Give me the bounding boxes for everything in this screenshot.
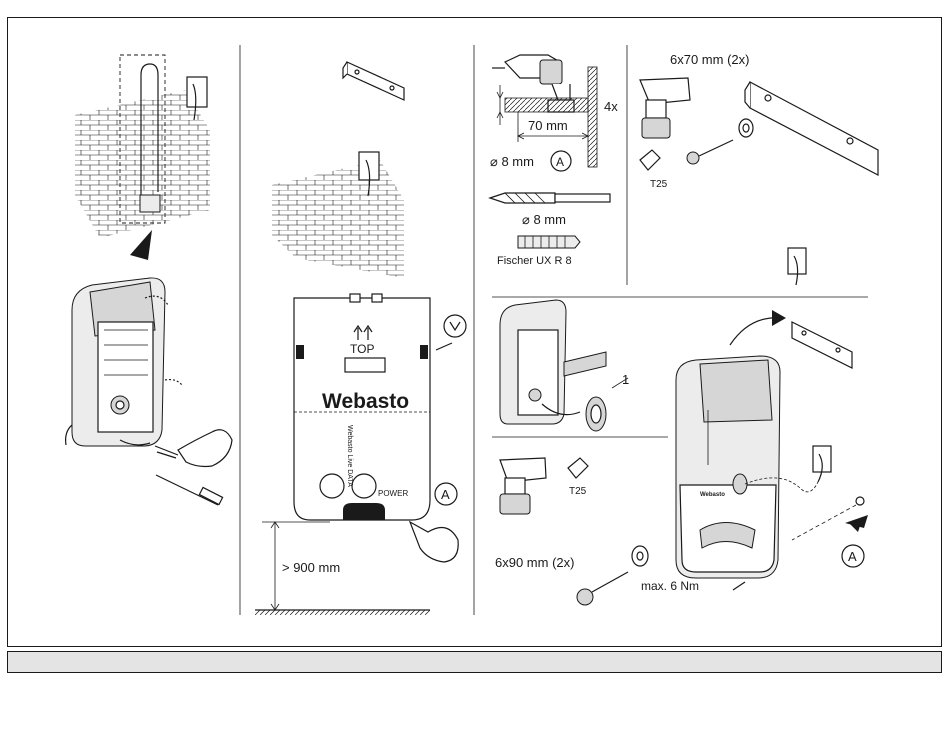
step4-bracket (745, 82, 878, 175)
step4-t25-bit: T25 (640, 150, 668, 190)
step4-cordless-drill (640, 78, 690, 138)
step4-screw-washer (687, 119, 753, 164)
step5-cover-removal: 1 (500, 300, 629, 431)
step5-cover-screw (792, 497, 868, 540)
step4-screw-label-group: 6x70 mm (2x) (670, 52, 749, 67)
part-number-label: 1 (622, 372, 629, 387)
step2-height-dimension: > 900 mm (255, 522, 430, 615)
step1-cutter-hand (155, 430, 232, 505)
step5-wallbox: Webasto (676, 356, 780, 590)
step5-callout-a: A (842, 545, 864, 567)
step5-screw-washer (577, 546, 648, 605)
drill-depth-label: 70 mm (528, 118, 568, 133)
step3-callout-a: A (556, 155, 564, 169)
step2-level-icon (436, 315, 466, 350)
template-top-label: TOP (350, 342, 374, 356)
step5-t25-bit: T25 (568, 458, 588, 497)
step4-bit-label: T25 (650, 179, 668, 190)
svg-text:A: A (441, 487, 450, 502)
step1-wall-cable (75, 55, 210, 260)
step2-wall-bracket (343, 62, 404, 100)
svg-text:A: A (848, 549, 857, 564)
brand-logo-text: Webasto (322, 390, 409, 413)
step3-drill-bit: ⌀ 8 mm (490, 193, 610, 227)
step3-wall-anchor: Fischer UX R 8 (497, 236, 580, 267)
step5-screw-label: 6x90 mm (2x) (495, 555, 574, 570)
template-data-label: Webasto Live DATA (346, 425, 353, 487)
height-label: > 900 mm (282, 560, 340, 575)
anchor-label: Fischer UX R 8 (497, 255, 572, 267)
torque-label: max. 6 Nm (641, 579, 699, 593)
svg-text:Webasto: Webasto (700, 492, 725, 498)
step2-pencil-hand (410, 522, 458, 562)
step5-cordless-drill (500, 458, 546, 514)
hole-diameter-label: ⌀ 8 mm (490, 154, 534, 169)
step2-wall (272, 152, 404, 278)
step5-bit-label: T25 (569, 486, 587, 497)
template-power-label: POWER (378, 489, 408, 498)
step1-wallbox-open (66, 278, 182, 446)
step2-callout-a: A (435, 483, 457, 505)
drill-bit-label: ⌀ 8 mm (522, 212, 566, 227)
step4-wall-outlet (788, 248, 806, 285)
step2-template: TOP Webasto Webasto Live DATA POWER (294, 294, 430, 520)
hole-count-label: 4x (604, 99, 618, 114)
step4-screw-label: 6x70 mm (2x) (670, 52, 749, 67)
